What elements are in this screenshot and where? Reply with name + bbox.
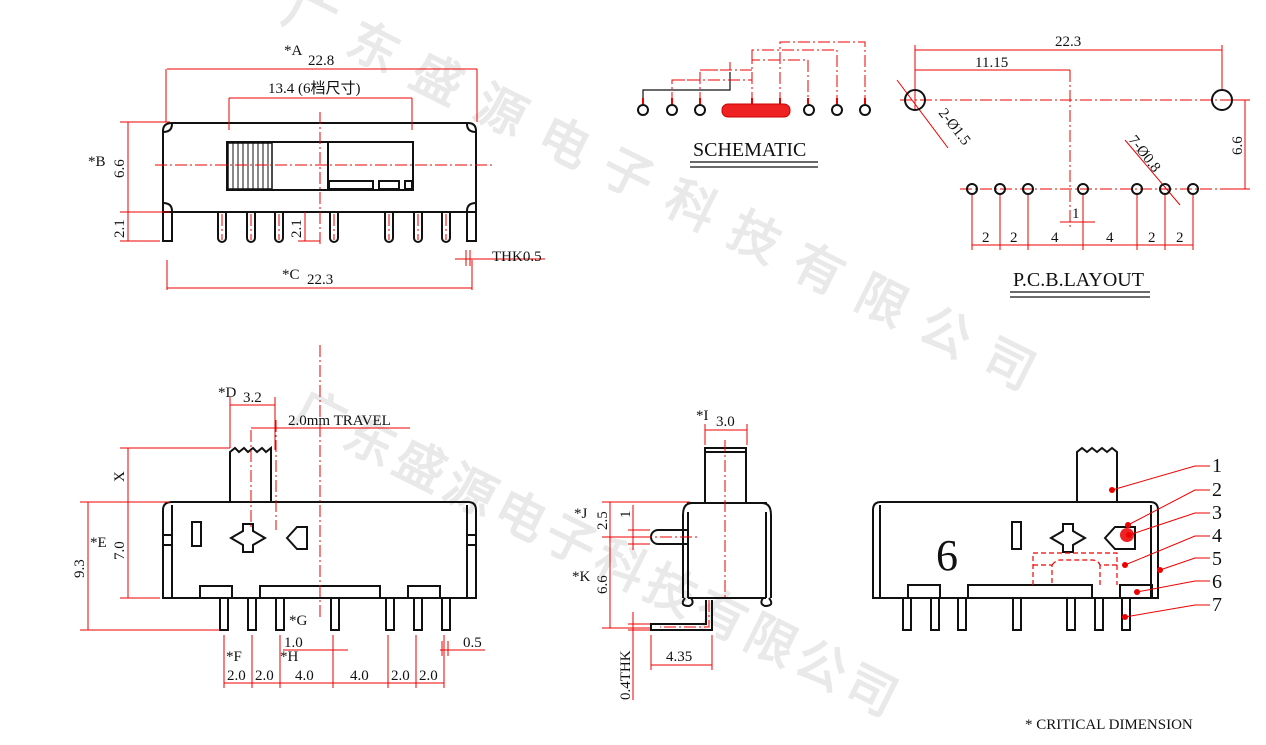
pcb-pitch: 2 — [1148, 230, 1156, 246]
dim-h-label: *H — [280, 649, 299, 665]
pcb-pitch: 2 — [982, 230, 990, 246]
mount-hole — [1211, 89, 1233, 111]
dim-j-value: 2.5 — [595, 511, 611, 530]
parts-actuator — [1076, 446, 1118, 502]
dim-lead-length: 4.35 — [666, 649, 692, 665]
pin-pitch: 2.0 — [391, 668, 410, 684]
pin-holes — [966, 183, 1199, 195]
l-lead — [650, 600, 713, 631]
callout-number: 3 — [1212, 502, 1222, 524]
dim-i-label: *I — [696, 408, 709, 424]
dim-x-label: X — [112, 471, 128, 482]
dim-c-label: *C — [282, 267, 300, 283]
pcb-pitch: 2 — [1010, 230, 1018, 246]
dim-d-value: 3.2 — [243, 390, 262, 406]
dim-d-label: *D — [218, 385, 237, 401]
dim-k-value: 6.6 — [595, 575, 611, 594]
front-body-outline — [162, 501, 477, 599]
callout-number: 1 — [1212, 455, 1222, 477]
dim-k-label: *K — [572, 569, 591, 585]
front-view: *D 3.2 2.0mm TRAVEL X *E 7.0 9.3 *G 1.0 … — [72, 345, 485, 688]
dim-e-label: *E — [90, 535, 107, 551]
dim-a-label: *A — [284, 43, 303, 59]
schematic: SCHEMATIC — [637, 41, 871, 168]
dim-g-label: *G — [289, 613, 308, 629]
pin-pitch: 2.0 — [419, 668, 438, 684]
arrow-mark — [285, 526, 308, 550]
pin-pitch: 4.0 — [350, 668, 369, 684]
pin-pitch: 2.0 — [227, 668, 246, 684]
callout-number: 4 — [1212, 525, 1222, 547]
dim-pin-width: 0.5 — [463, 635, 482, 651]
pcb-small-holes: 7-Ø0.8 — [1125, 133, 1164, 176]
pcb-pitch: 4 — [1051, 230, 1059, 246]
pin-pitch: 4.0 — [295, 668, 314, 684]
dim-total-height: 9.3 — [72, 559, 88, 578]
mount-leg-left — [162, 211, 173, 242]
knurled-grip — [227, 142, 273, 190]
dim-span-label: 13.4 (6档尺寸) — [268, 80, 361, 97]
parts-view: 6 1 2 3 4 5 6 7 — [872, 446, 1222, 631]
dim-j-label: *J — [574, 506, 588, 522]
pin-pitch: 2.0 — [255, 668, 274, 684]
dim-a-value: 22.8 — [308, 53, 334, 69]
watermark-text-2: 广东盛源电子科技有限公司 — [285, 379, 912, 731]
schematic-title: SCHEMATIC — [693, 139, 806, 161]
dim-b-label: *B — [88, 154, 106, 170]
callout-number: 5 — [1212, 548, 1222, 570]
front-pins — [219, 598, 451, 631]
top-view: *A 22.8 13.4 (6档尺寸) *B 6.6 2.1 2.1 *C 22… — [88, 43, 545, 290]
pcb-big-holes: 2-Ø1.5 — [935, 106, 974, 149]
pcb-layout: 22.3 11.15 6.6 2-Ø1.5 7-Ø0.8 1 2 2 4 4 2… — [896, 34, 1250, 298]
pcb-height: 6.6 — [1230, 136, 1246, 155]
travel-label: 2.0mm TRAVEL — [288, 413, 391, 429]
slider-contact — [721, 103, 791, 118]
critical-dimension-note: * CRITICAL DIMENSION — [1025, 717, 1193, 733]
dim-c-value: 22.3 — [307, 272, 333, 288]
dim-b-value: 6.6 — [112, 159, 128, 178]
dim-e-value: 7.0 — [112, 541, 128, 560]
position-mark: 6 — [936, 531, 958, 580]
dim-f-label: *F — [226, 649, 242, 665]
dim-thk-label: THK0.5 — [492, 249, 542, 265]
dim-lead-thk: 0.4THK — [618, 650, 634, 700]
pcb-title: P.C.B.LAYOUT — [1013, 269, 1144, 291]
side-view: *I 3.0 *J 2.5 1 *K 6.6 4.35 0.4THK — [572, 408, 773, 700]
pcb-offset: 1 — [1072, 206, 1080, 222]
dim-i-value: 3.0 — [716, 414, 735, 430]
pcb-pitch: 4 — [1106, 230, 1114, 246]
cross-mark — [229, 523, 267, 553]
watermark-text-1: 广东盛源电子科技有限公司 — [275, 0, 1063, 411]
mount-leg-right — [466, 211, 477, 242]
pcb-overall: 22.3 — [1055, 34, 1081, 50]
mount-hole — [904, 89, 926, 111]
dim-pin-height-left: 2.1 — [112, 219, 128, 238]
callout-number: 7 — [1212, 594, 1222, 616]
top-pins — [217, 212, 451, 243]
pcb-pitch: 2 — [1176, 230, 1184, 246]
dim-pin-thickness: 1 — [618, 511, 634, 519]
dim-pin-height-center: 2.1 — [289, 219, 305, 238]
pcb-half: 11.15 — [975, 55, 1008, 71]
dim-g-value: 1.0 — [284, 635, 303, 651]
callout-number: 2 — [1212, 479, 1222, 501]
callout-leaders — [1109, 465, 1210, 620]
callout-number: 6 — [1212, 571, 1222, 593]
